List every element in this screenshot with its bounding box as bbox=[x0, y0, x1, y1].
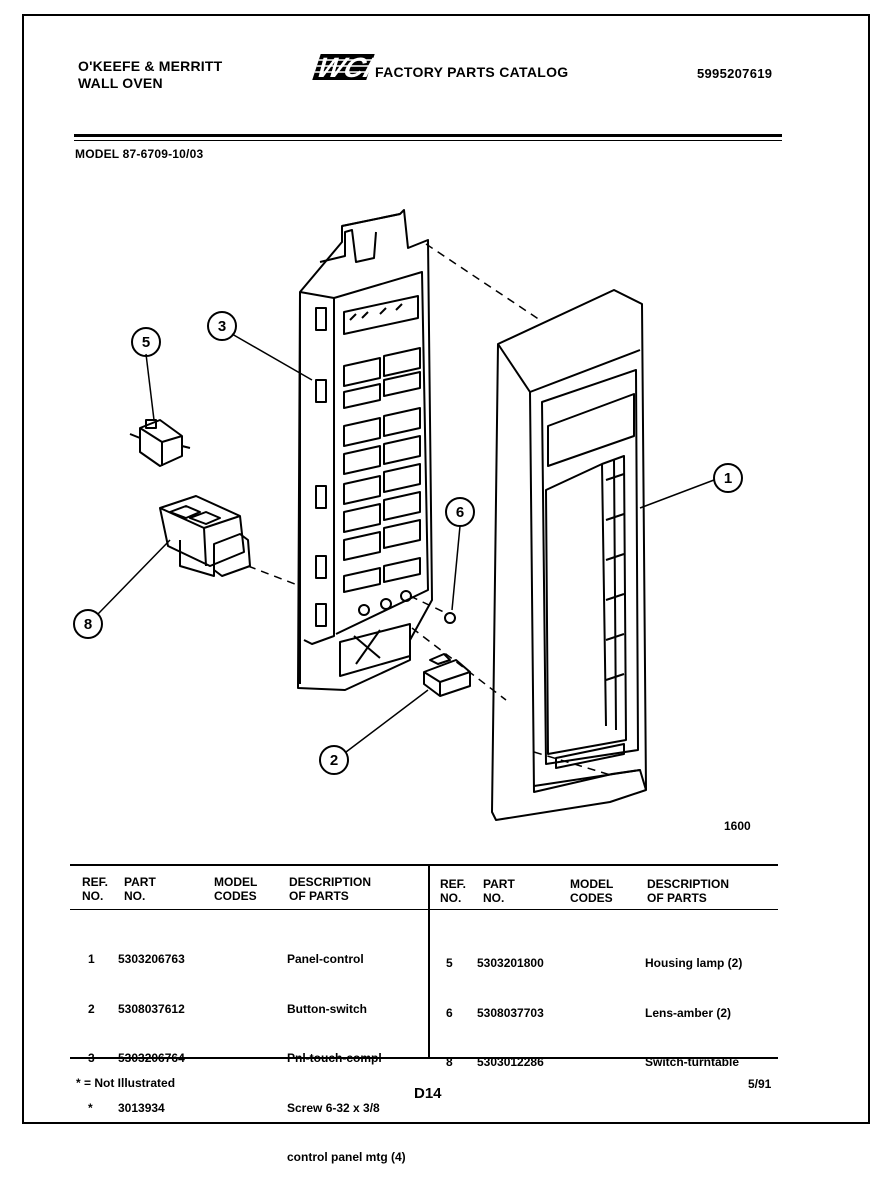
part-no: 5303012286 bbox=[477, 1055, 544, 1069]
revision-date: 5/91 bbox=[748, 1077, 772, 1091]
brand-block: O'KEEFE & MERRITT WALL OVEN bbox=[78, 58, 222, 92]
ref-no: 8 bbox=[446, 1055, 453, 1069]
part-description: Pnl-touch-compl bbox=[287, 1051, 382, 1065]
catalog-number: 5995207619 bbox=[697, 66, 773, 81]
table-bottom-rule bbox=[70, 1057, 778, 1059]
housing-lamp bbox=[129, 419, 191, 467]
callout-circle bbox=[319, 745, 349, 775]
ref-no: * bbox=[88, 1100, 93, 1115]
callouts bbox=[73, 311, 743, 775]
ref-no: 1 bbox=[88, 952, 95, 966]
part-no: 5303201800 bbox=[477, 956, 544, 970]
callout-circle bbox=[131, 327, 161, 357]
right-ref-column: 5 6 8 bbox=[446, 922, 453, 1087]
table-top-rule bbox=[70, 864, 778, 866]
ref-no: 6 bbox=[446, 1005, 453, 1020]
brand-name: O'KEEFE & MERRITT bbox=[78, 58, 223, 74]
ref-no: 2 bbox=[88, 1001, 95, 1016]
callout-leaders bbox=[97, 333, 715, 753]
not-illustrated-note: * = Not Illustrated bbox=[76, 1076, 176, 1090]
page-frame bbox=[22, 14, 870, 1124]
assembly-guide-lines bbox=[247, 243, 615, 777]
part-description: Lens-amber (2) bbox=[645, 1005, 732, 1020]
part-no: 5308037703 bbox=[477, 1005, 544, 1020]
figure-number: 1600 bbox=[724, 819, 751, 833]
page-id: D14 bbox=[414, 1085, 442, 1102]
callout-circle bbox=[713, 463, 743, 493]
left-ref-column: 1 2 3 * bbox=[88, 918, 95, 1133]
switch-turntable bbox=[159, 495, 251, 577]
wci-logo: WCI bbox=[312, 53, 376, 84]
part-no: 3013934 bbox=[118, 1100, 165, 1115]
callout-label: 8 bbox=[84, 616, 92, 633]
product-type: WALL OVEN bbox=[78, 75, 163, 91]
part-description: Button-switch bbox=[287, 1001, 367, 1016]
header-rule-thin bbox=[74, 140, 782, 141]
callout-label: 3 bbox=[218, 318, 226, 335]
callout-label: 1 bbox=[724, 470, 732, 487]
exploded-parts-diagram: 5 3 1 6 8 2 bbox=[73, 209, 743, 821]
left-part-column: 5303206763 5308037612 5303206764 3013934 bbox=[118, 918, 185, 1133]
callout-circle bbox=[445, 497, 475, 527]
part-description: Screw 6-32 x 3/8 bbox=[287, 1100, 380, 1115]
model-number: MODEL 87-6709-10/03 bbox=[75, 147, 204, 161]
part-no: 5303206764 bbox=[118, 1051, 185, 1065]
header-ref-no-right: REF.NO. bbox=[440, 877, 467, 905]
right-part-column: 5303201800 5308037703 5303012286 bbox=[477, 922, 544, 1087]
touch-control-panel bbox=[297, 209, 433, 691]
callout-label: 6 bbox=[456, 504, 464, 521]
part-no: 5303206763 bbox=[118, 952, 185, 966]
header-rule bbox=[74, 134, 782, 137]
table-header-rule bbox=[70, 909, 778, 910]
part-no: 5308037612 bbox=[118, 1001, 185, 1016]
callout-circle bbox=[207, 311, 237, 341]
amber-lens bbox=[444, 612, 456, 624]
part-description: control panel mtg (4) bbox=[287, 1150, 406, 1164]
catalog-title: FACTORY PARTS CATALOG bbox=[375, 64, 569, 80]
callout-label: 2 bbox=[330, 752, 338, 769]
part-description: Panel-control bbox=[287, 952, 364, 966]
right-desc-column: Housing lamp (2) Lens-amber (2) Switch-t… bbox=[645, 922, 742, 1087]
table-divider bbox=[428, 866, 430, 1058]
ref-no: 3 bbox=[88, 1051, 95, 1065]
part-description: Housing lamp (2) bbox=[645, 956, 743, 970]
panel-control-frame bbox=[491, 289, 647, 821]
left-desc-column: Panel-control Button-switch Pnl-touch-co… bbox=[287, 918, 406, 1182]
callout-label: 5 bbox=[142, 334, 150, 351]
part-description: Switch-turntable bbox=[645, 1055, 740, 1069]
header-ref-no: REF.NO. bbox=[82, 875, 109, 903]
callout-circle bbox=[73, 609, 103, 639]
button-switch bbox=[423, 653, 471, 697]
logo-lettering: WCI bbox=[313, 53, 376, 84]
ref-no: 5 bbox=[446, 956, 453, 970]
